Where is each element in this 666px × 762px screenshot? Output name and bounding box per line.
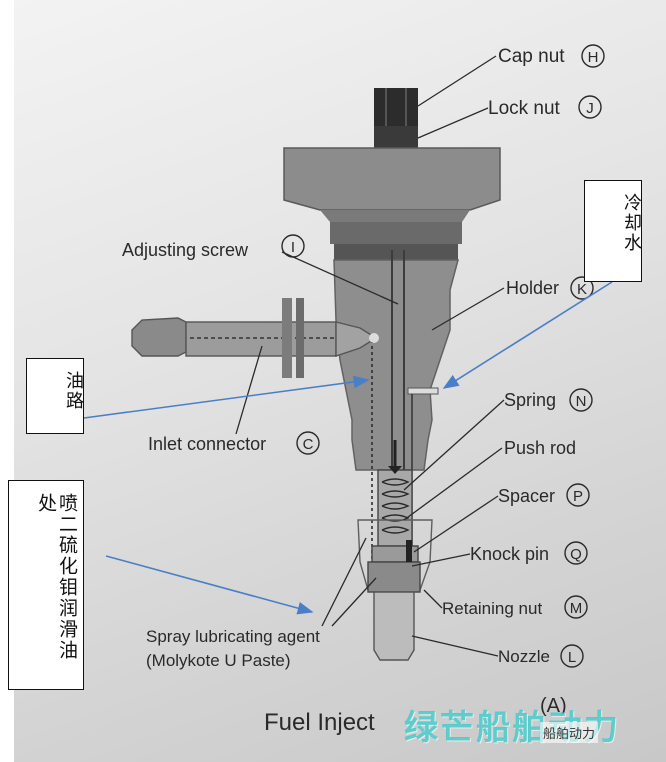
oil-path-annotation-box: 油路 bbox=[26, 358, 84, 434]
adjusting-screw-letter: I bbox=[291, 239, 295, 256]
nozzle-shape bbox=[373, 591, 415, 661]
spray-annotation-box: 喷二硫化钼润滑油 处 bbox=[8, 480, 84, 690]
spray-agent-label: Spray lubricating agent bbox=[146, 627, 320, 646]
watermark-account: 船舶动力 bbox=[540, 722, 599, 743]
part-labels: Cap nut H Lock nut J Adjusting screw I H… bbox=[122, 44, 605, 736]
knock-pin-label: Knock pin bbox=[470, 544, 549, 564]
diagram-caption: Fuel Inject bbox=[264, 709, 375, 736]
retaining-nut-letter: M bbox=[570, 600, 583, 617]
watermark: 绿芒船舶动力 bbox=[404, 708, 620, 746]
retaining-nut-label: Retaining nut bbox=[442, 599, 542, 618]
spring-label: Spring bbox=[504, 390, 556, 410]
spacer-label: Spacer bbox=[498, 486, 555, 506]
inlet-connector-letter: C bbox=[303, 436, 314, 453]
spray-agent-sublabel: (Molykote U Paste) bbox=[146, 651, 291, 670]
spray-annotation-text: 喷二硫化钼润滑油 bbox=[56, 493, 78, 661]
nozzle-letter: L bbox=[568, 649, 576, 666]
holder-label: Holder bbox=[506, 278, 559, 298]
spacer-letter: P bbox=[573, 488, 583, 505]
spray-annotation-text-2: 处 bbox=[35, 493, 58, 514]
adjusting-screw-label: Adjusting screw bbox=[122, 240, 249, 260]
oil-path-arrow bbox=[83, 375, 370, 419]
coolant-annotation-box: 冷却水 bbox=[584, 180, 642, 282]
cap-nut-letter: H bbox=[588, 49, 599, 66]
annotation-arrows bbox=[83, 281, 613, 615]
coolant-arrow bbox=[442, 281, 613, 389]
cap-nut-label: Cap nut bbox=[498, 46, 565, 67]
diagram-caption-tail: (A) bbox=[540, 695, 567, 717]
coolant-annotation-text: 冷却水 bbox=[621, 193, 642, 253]
knock-pin-letter: Q bbox=[570, 546, 582, 563]
push-rod-label: Push rod bbox=[504, 438, 576, 458]
nozzle-label: Nozzle bbox=[498, 647, 550, 666]
inlet-connector-label: Inlet connector bbox=[148, 434, 266, 454]
holder-shape bbox=[333, 259, 459, 471]
oil-path-annotation-text: 油路 bbox=[63, 371, 84, 411]
lock-nut-shape bbox=[374, 126, 418, 148]
lock-nut-label: Lock nut bbox=[488, 98, 561, 119]
cap-nut-shape bbox=[374, 88, 418, 126]
photo-background bbox=[14, 0, 666, 762]
leader-lines bbox=[235, 55, 505, 657]
injector-body bbox=[283, 88, 501, 661]
holder-letter: K bbox=[577, 281, 587, 298]
spring-letter: N bbox=[576, 393, 587, 410]
spray-arrow bbox=[105, 555, 314, 615]
lock-nut-letter: J bbox=[586, 100, 594, 117]
flange-shape bbox=[283, 147, 501, 211]
